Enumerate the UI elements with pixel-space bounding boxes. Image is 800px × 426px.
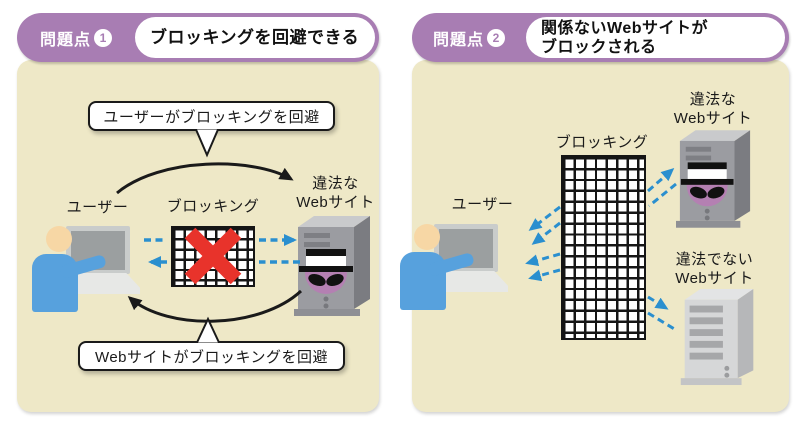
- label-blocking-1: ブロッキング: [166, 198, 260, 215]
- panel-1-badge-number-icon: 1: [94, 28, 112, 47]
- label-user-2: ユーザー: [451, 196, 514, 213]
- label-user-1: ユーザー: [66, 199, 129, 216]
- label-legal-website: 違法でない Webサイト: [675, 251, 754, 287]
- panel-2-badge: 問題点 2: [412, 13, 526, 62]
- panel-2-badge-label: 問題点: [432, 31, 484, 49]
- user-icon-2: [400, 218, 512, 314]
- panel-2-header: 問題点 2 関係ないWebサイトが ブロックされる: [412, 13, 789, 62]
- x-mark-icon: [184, 227, 242, 285]
- bubble-website-avoids-blocking-text: Webサイトがブロッキングを回避: [94, 348, 329, 366]
- bubble-user-avoids-blocking: ユーザーがブロッキングを回避: [88, 101, 335, 131]
- panel-2-title-line2: ブロックされる: [541, 38, 657, 56]
- illegal-server-icon-1: [294, 216, 370, 316]
- user-icon-1: [32, 220, 144, 316]
- illegal-server-icon-2: [676, 130, 751, 228]
- blocking-grid-icon-2: [561, 155, 646, 340]
- panel-1-badge-label: 問題点: [39, 31, 91, 49]
- person-head-icon: [414, 224, 440, 250]
- label-illegal-website-1: 違法な Webサイト: [296, 175, 375, 211]
- label-illegal-website-2: 違法な Webサイト: [673, 91, 753, 127]
- bubble-user-avoids-blocking-text: ユーザーがブロッキングを回避: [103, 108, 320, 126]
- panel-1-badge: 問題点 1: [17, 13, 135, 62]
- panel-1-header: 問題点 1 ブロッキングを回避できる: [17, 13, 379, 62]
- panel-2-title-line1: 関係ないWebサイトが: [541, 19, 708, 37]
- panel-2-title-box: 関係ないWebサイトが ブロックされる: [526, 17, 785, 58]
- panel-1-title-box: ブロッキングを回避できる: [135, 17, 375, 58]
- person-head-icon: [46, 226, 72, 252]
- panel-2-badge-number-icon: 2: [487, 28, 505, 47]
- panel-1-title: ブロッキングを回避できる: [150, 27, 360, 47]
- legal-server-icon: [680, 288, 754, 386]
- bubble-website-avoids-blocking: Webサイトがブロッキングを回避: [78, 341, 345, 371]
- label-blocking-2: ブロッキング: [555, 134, 649, 151]
